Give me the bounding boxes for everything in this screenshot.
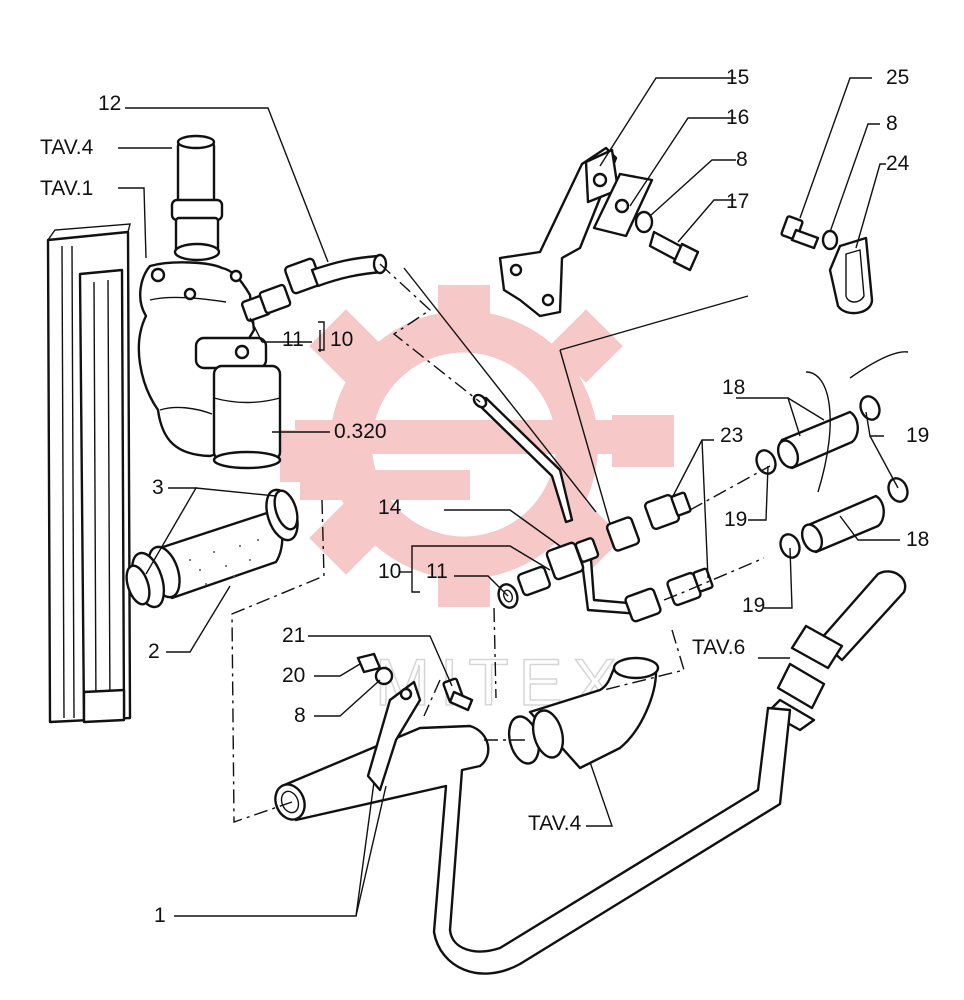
- label-12: 12: [98, 92, 121, 115]
- label-8-bottom: 8: [294, 704, 306, 727]
- label-25: 25: [886, 66, 909, 89]
- clip-assembly: [780, 215, 874, 315]
- upper-fittings: [240, 253, 388, 322]
- bracket-10-top: [318, 321, 325, 351]
- label-17: 17: [726, 190, 749, 213]
- label-18-bottom: 18: [906, 528, 929, 551]
- thermostat-housing: [137, 134, 282, 470]
- label-16: 16: [726, 106, 749, 129]
- main-pipe-1: [274, 680, 792, 975]
- label-8-right: 8: [886, 112, 898, 135]
- hoses-18: [755, 395, 909, 559]
- pipe-tav6: [766, 570, 907, 732]
- label-tav6: TAV.6: [692, 636, 745, 659]
- label-15: 15: [726, 66, 749, 89]
- label-11-top: 11: [282, 328, 304, 351]
- label-10-mid: 10: [378, 560, 401, 583]
- label-21: 21: [282, 624, 305, 647]
- guide-lines: [403, 267, 909, 525]
- label-tav1: TAV.1: [40, 177, 93, 200]
- radiator: [46, 223, 132, 724]
- label-20: 20: [282, 664, 305, 687]
- callout-labels: 12 TAV.4 TAV.1 11 10 0.320 3 2 15 16 8 1…: [40, 66, 929, 927]
- label-23: 23: [720, 424, 743, 447]
- label-tav4-bottom: TAV.4: [528, 812, 582, 835]
- label-0320: 0.320: [334, 420, 387, 443]
- label-18-top: 18: [722, 376, 745, 399]
- label-1: 1: [154, 904, 166, 927]
- label-24: 24: [886, 152, 910, 175]
- label-19-bottom: 19: [742, 594, 765, 617]
- label-2: 2: [148, 640, 160, 663]
- label-19-mid: 19: [724, 508, 747, 531]
- label-8-mid: 8: [736, 148, 748, 171]
- label-10-top: 10: [330, 328, 353, 351]
- hose-2: [125, 488, 299, 609]
- callout-leaders: [118, 77, 900, 917]
- label-14: 14: [378, 496, 402, 519]
- label-19-right: 19: [906, 424, 929, 447]
- label-tav4-top: TAV.4: [40, 136, 94, 159]
- bolts-lower: [356, 652, 474, 712]
- label-3: 3: [152, 476, 164, 499]
- assembly-lines: [231, 263, 771, 823]
- bracket-assembly: [498, 146, 700, 318]
- label-11-mid: 11: [426, 560, 448, 583]
